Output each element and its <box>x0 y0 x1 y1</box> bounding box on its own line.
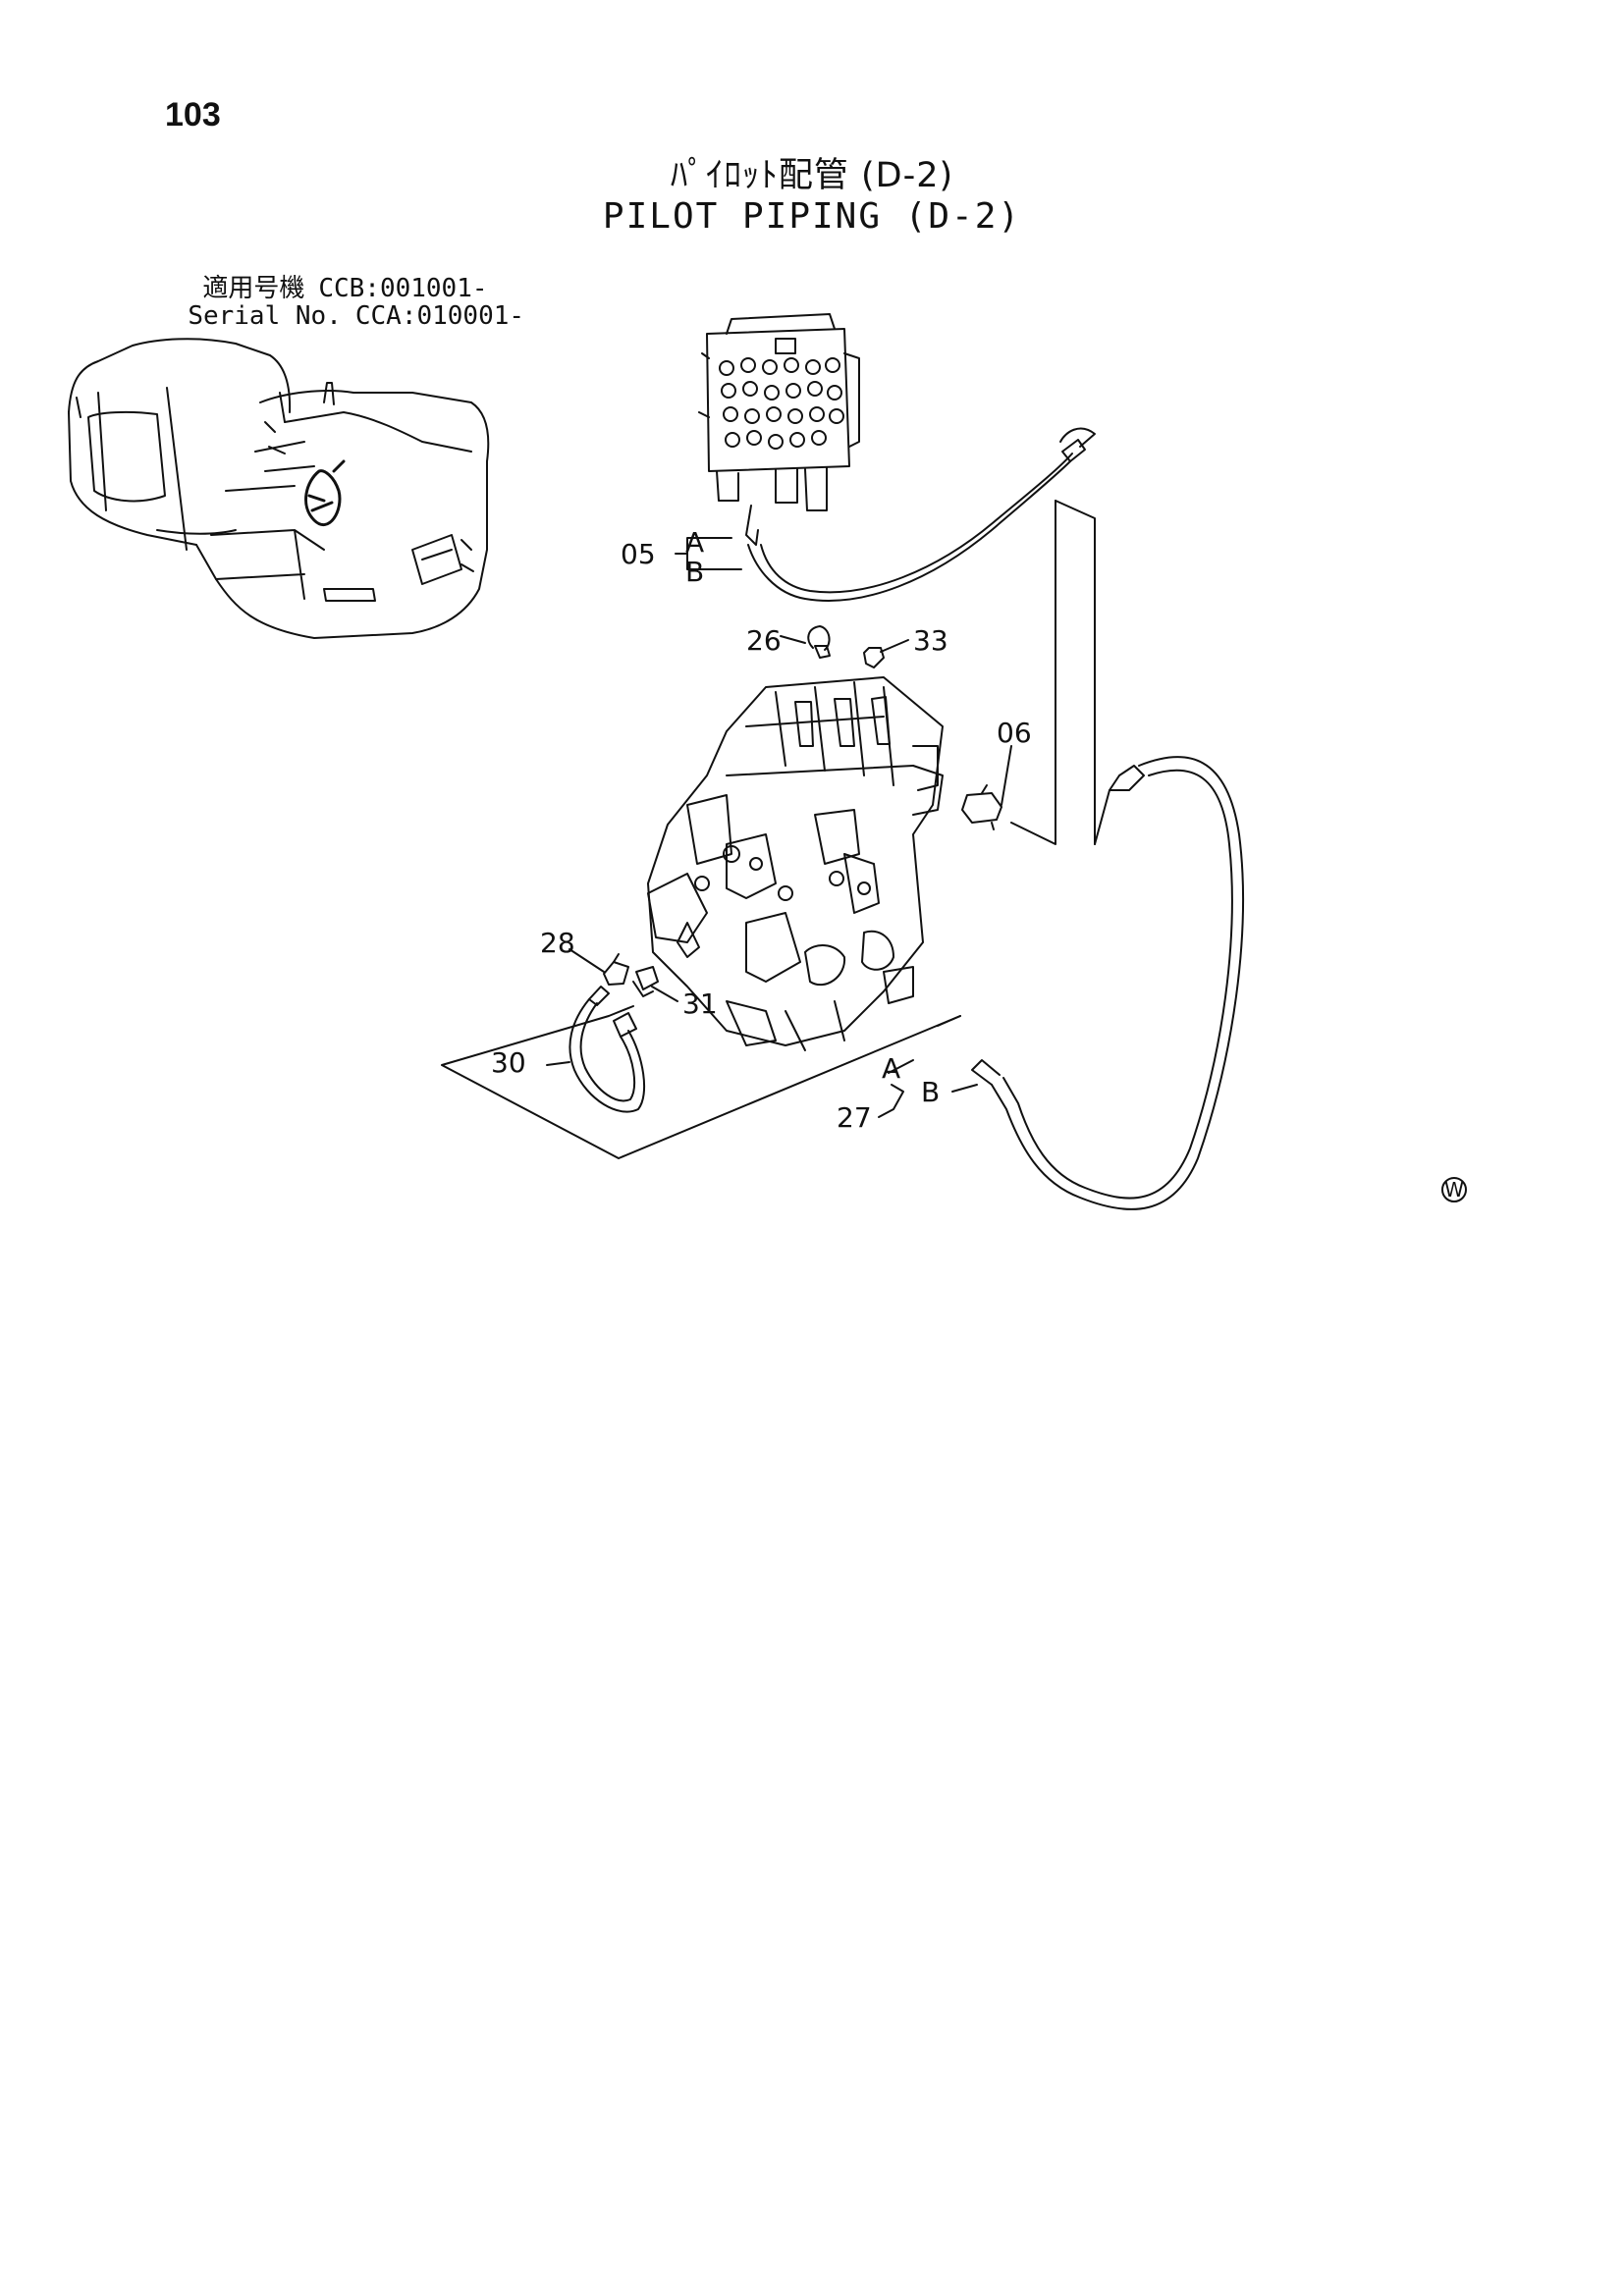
callout-06: 06 <box>997 717 1032 749</box>
callout-26: 26 <box>746 624 782 657</box>
pilot-valve-block <box>698 313 860 511</box>
callout-27-a: A <box>882 1052 900 1085</box>
callout-30: 30 <box>491 1046 526 1079</box>
callout-05-a: A <box>685 526 704 559</box>
circled-w-mark: W <box>1441 1177 1467 1202</box>
fitting-33 <box>863 647 885 668</box>
callout-05: 05 <box>621 538 656 570</box>
fitting-31 <box>632 966 659 997</box>
page-number: 103 <box>165 96 221 133</box>
title-japanese: ﾊﾟｲﾛｯﾄ配管 (D-2) <box>670 156 954 195</box>
fitting-06 <box>961 784 1002 830</box>
callout-05-b: B <box>685 556 704 588</box>
control-valve-assembly <box>647 676 944 1051</box>
callout-33: 33 <box>913 624 948 657</box>
serial-label-applicable: 適用号機 <box>202 274 305 303</box>
fitting-28 <box>603 953 629 986</box>
callout-27-b: B <box>921 1076 940 1108</box>
hose-05 <box>745 427 1096 602</box>
serial-value-ccb: CCB:001001- <box>318 274 488 303</box>
excavator-locator-illustration <box>68 338 490 639</box>
hose-30 <box>568 986 645 1113</box>
callout-28: 28 <box>540 927 575 959</box>
serial-row-serial-no: Serial No. CCA:010001- <box>157 275 524 330</box>
hose-06-routing-lines <box>971 500 1244 1210</box>
fitting-26 <box>807 625 831 659</box>
title-english: PILOT PIPING (D-2) <box>602 196 1022 237</box>
mark-letter: W <box>1444 1178 1464 1201</box>
callout-27: 27 <box>837 1101 872 1134</box>
callout-31: 31 <box>682 988 718 1020</box>
serial-label-serial-no: Serial No. <box>188 301 342 331</box>
serial-row-applicable: 適用号機 CCB:001001- <box>172 247 488 303</box>
serial-value-cca: CCA:010001- <box>354 301 525 331</box>
